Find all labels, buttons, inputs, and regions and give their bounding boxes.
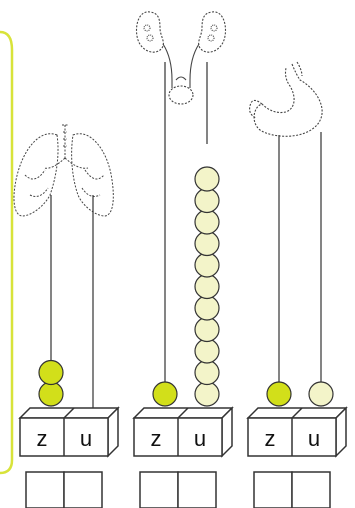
place-value-box: z u [132,406,234,458]
units-bead [308,381,334,407]
answer-box-tens[interactable] [25,471,65,508]
answer-box-tens[interactable] [139,471,179,508]
units-bead [194,187,220,214]
answer-box-units[interactable] [291,471,331,508]
stomach-icon [249,61,323,137]
kidneys-icon [135,11,227,105]
units-bead [194,338,220,364]
page-frame [0,30,14,475]
units-label: u [308,426,320,451]
units-bead [194,230,220,257]
units-bead [194,252,220,278]
units-label: u [194,426,206,451]
abacus-lungs: z u [13,124,120,508]
abacus-stomach: z u [246,61,348,508]
answer-box-units[interactable] [63,471,103,508]
tens-label: z [151,426,162,451]
abacus-kidneys: z u [132,11,234,508]
tens-bead [152,381,178,407]
answer-boxes [139,471,217,508]
answer-boxes [253,471,331,508]
units-bead [194,316,220,343]
units-bead [194,359,220,386]
answer-box-tens[interactable] [253,471,293,508]
answer-box-units[interactable] [177,471,217,508]
units-bead [194,295,220,321]
tens-bead [266,381,292,407]
tens-label: z [265,426,276,451]
place-value-box: z u [246,406,348,458]
units-bead [194,381,220,407]
lungs-icon [13,124,114,217]
tens-label: z [37,426,48,451]
units-label: u [80,426,92,451]
units-bead [194,166,220,192]
units-bead [194,209,220,235]
answer-boxes [25,471,103,508]
tens-bead [38,381,64,407]
tens-bead [38,359,64,386]
units-bead [194,273,220,300]
place-value-box: z u [18,406,120,458]
